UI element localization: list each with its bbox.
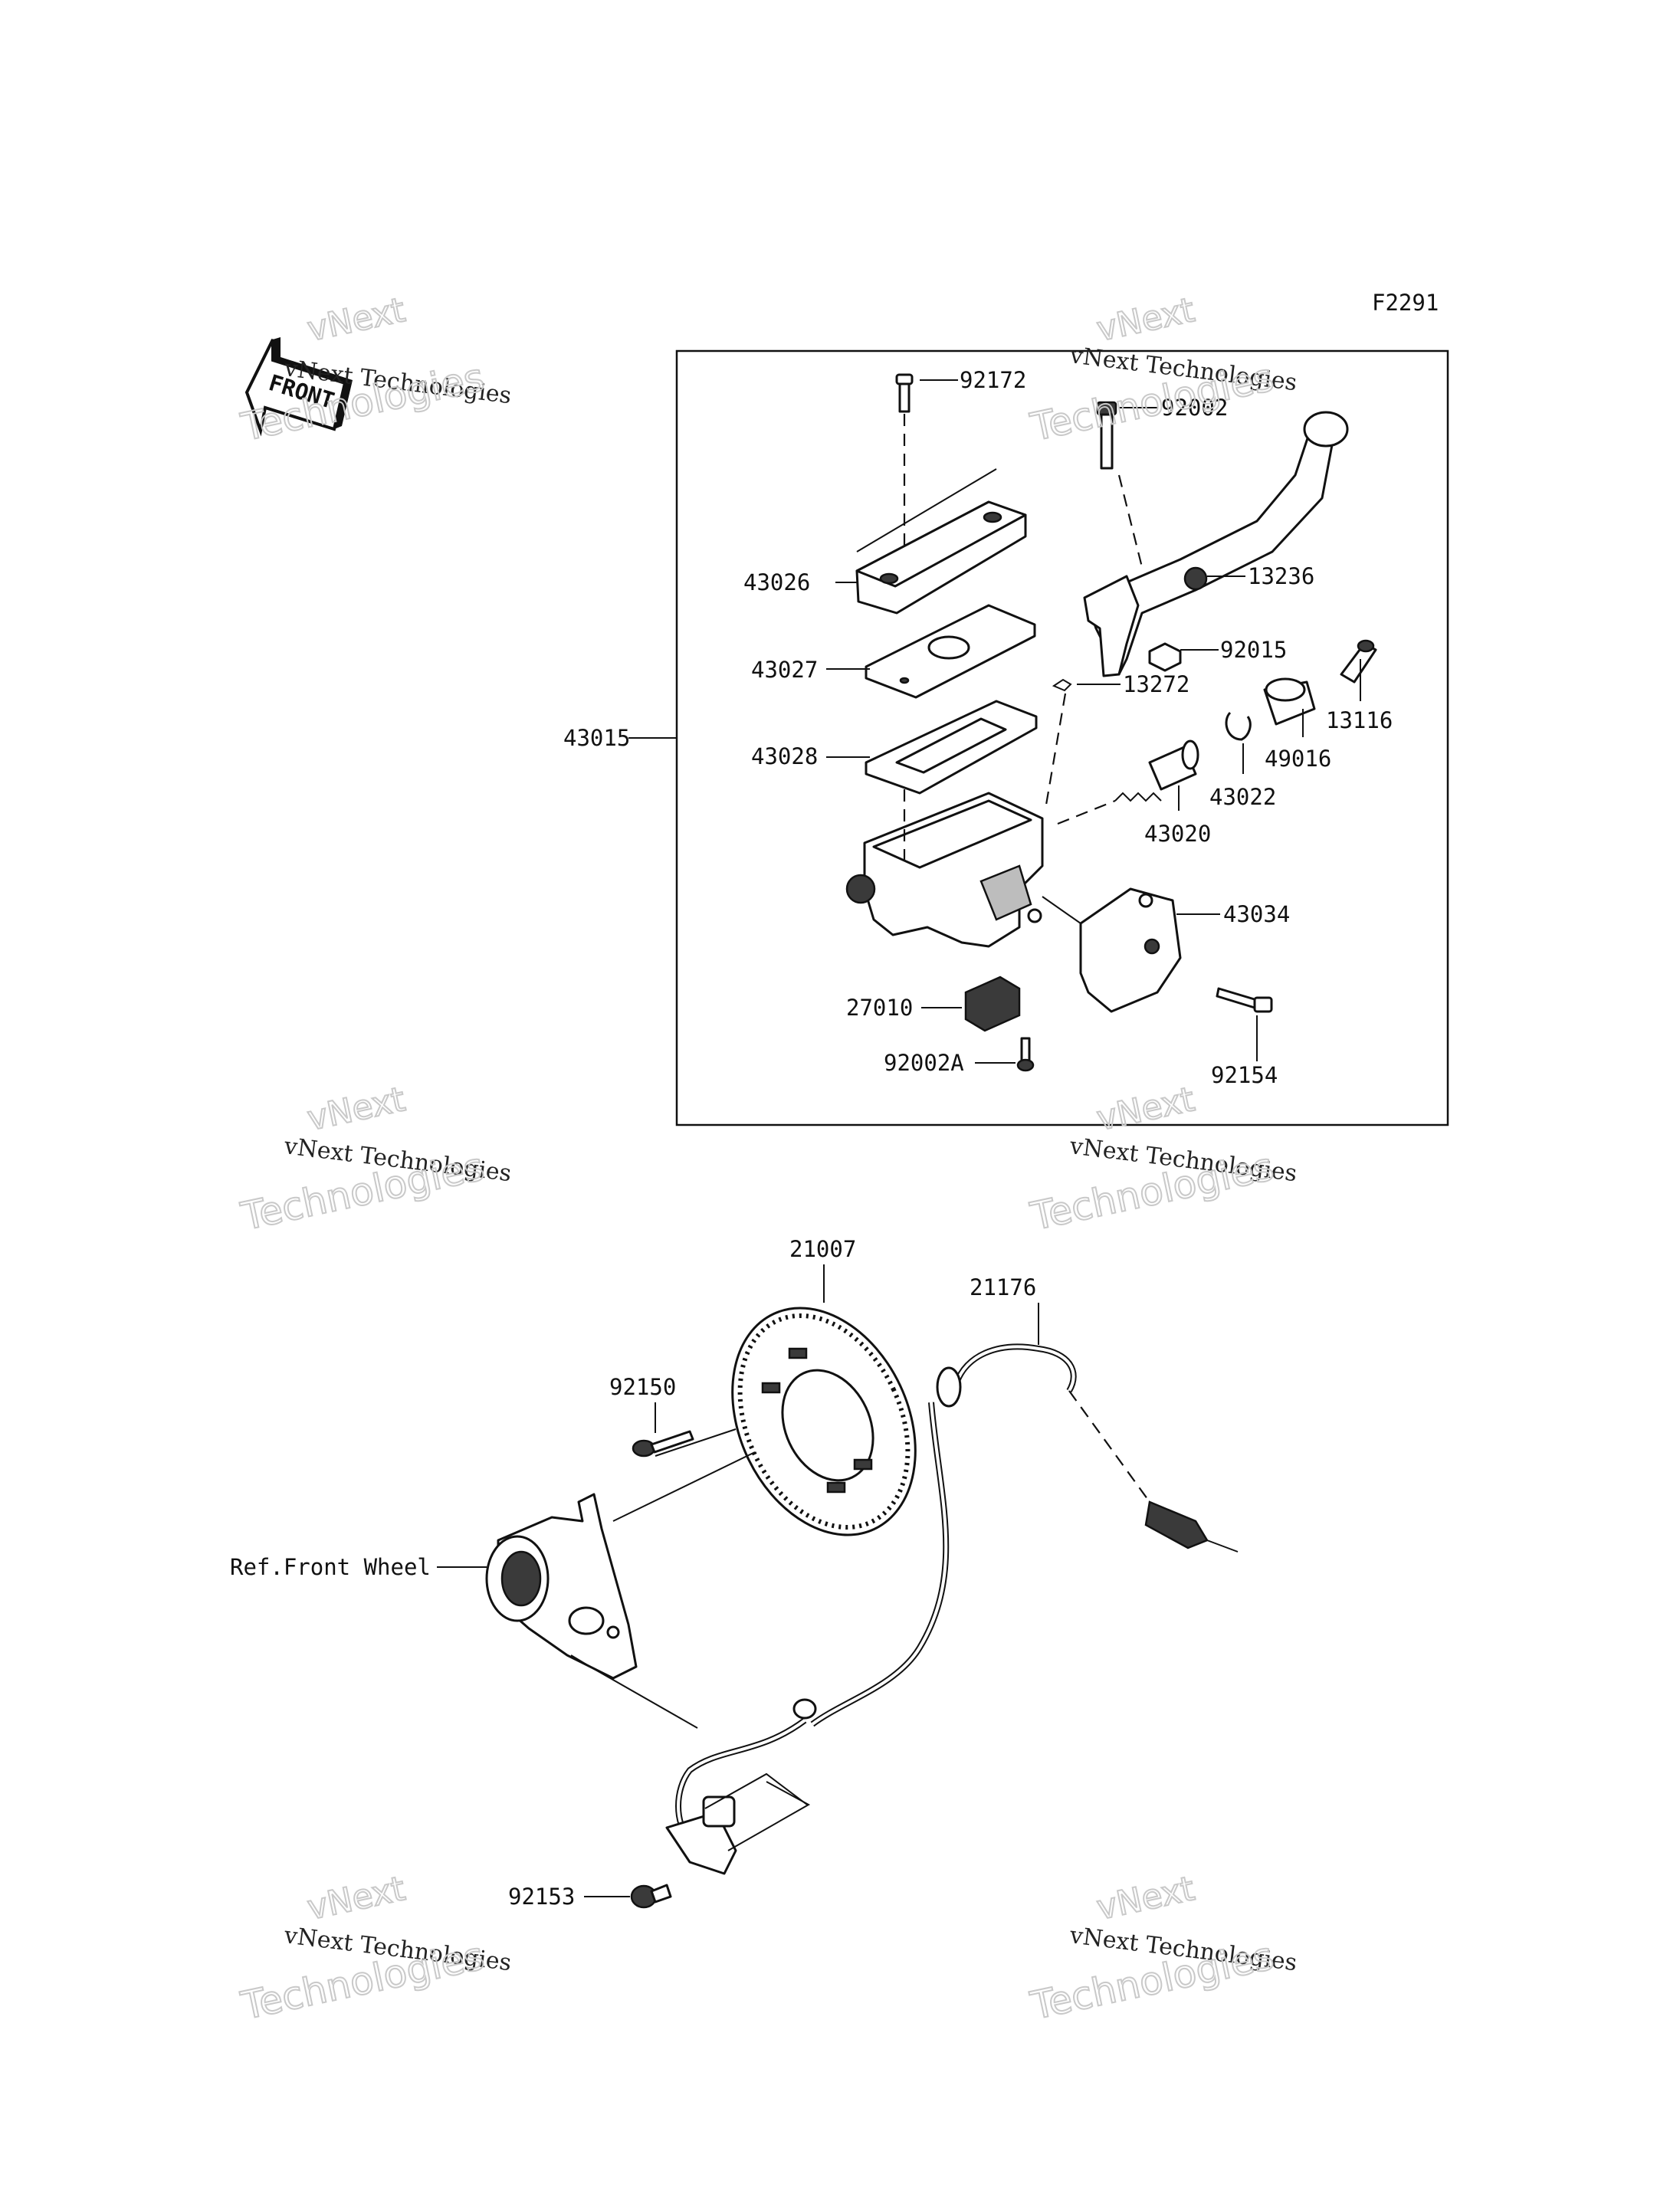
svg-text:vNext: vNext bbox=[304, 1869, 409, 1928]
diaphragm-43028 bbox=[826, 700, 1038, 795]
label-43022: 43022 bbox=[1209, 784, 1276, 810]
reservoir-cap-43026 bbox=[835, 468, 1027, 615]
svg-text:vNext: vNext bbox=[304, 290, 409, 349]
abs-rotor-21007 bbox=[731, 1264, 917, 1536]
svg-text:vNext: vNext bbox=[304, 1080, 409, 1139]
watermark-mid-right: vNext vNext Technologies Technologies bbox=[1025, 1079, 1298, 1240]
label-43028: 43028 bbox=[751, 743, 818, 769]
nut-92015 bbox=[1148, 642, 1219, 672]
clamp-43034 bbox=[1042, 887, 1220, 1013]
svg-text:vNext: vNext bbox=[1094, 1869, 1198, 1928]
svg-text:vNext: vNext bbox=[1094, 1080, 1198, 1139]
master-cylinder-assembly-box bbox=[675, 349, 1449, 1126]
label-49016: 49016 bbox=[1265, 746, 1331, 772]
bolt-92002 bbox=[1096, 401, 1157, 568]
label-43020: 43020 bbox=[1144, 821, 1211, 847]
brake-lever-13236 bbox=[1083, 411, 1349, 677]
label-92153: 92153 bbox=[508, 1884, 575, 1910]
svg-text:vNext: vNext bbox=[1094, 290, 1198, 349]
master-cylinder-body bbox=[845, 789, 1044, 948]
label-13272: 13272 bbox=[1123, 671, 1189, 697]
label-43034: 43034 bbox=[1223, 901, 1290, 927]
guide-line-sensor bbox=[727, 1781, 811, 1851]
label-27010: 27010 bbox=[846, 995, 913, 1021]
front-arrow-icon: FRONT bbox=[244, 337, 353, 437]
label-92002a: 92002A bbox=[884, 1050, 964, 1076]
label-43027: 43027 bbox=[751, 657, 818, 683]
label-21007: 21007 bbox=[789, 1236, 856, 1262]
screw-92002a bbox=[975, 1037, 1035, 1072]
watermark-top-right: vNext vNext Technologies Technologies bbox=[1025, 290, 1298, 451]
circlip-43022 bbox=[1225, 711, 1252, 774]
label-13236: 13236 bbox=[1248, 563, 1314, 589]
bushing-49016 bbox=[1263, 677, 1316, 737]
screw-92150 bbox=[632, 1402, 737, 1458]
diaphragm-plate-43027 bbox=[826, 604, 1036, 699]
label-92002: 92002 bbox=[1161, 395, 1228, 421]
diagram-code: F2291 bbox=[1372, 290, 1439, 316]
switch-27010 bbox=[921, 976, 1021, 1032]
bolt-92154 bbox=[1216, 987, 1273, 1061]
abs-sensor-21176 bbox=[665, 1303, 1239, 1875]
screw-92172 bbox=[895, 373, 958, 567]
label-13116: 13116 bbox=[1326, 707, 1393, 733]
label-92172: 92172 bbox=[960, 367, 1026, 393]
guide-line-sensor-2 bbox=[704, 1772, 808, 1809]
piston-kit-43020 bbox=[1057, 739, 1199, 825]
watermark-bottom-right: vNext vNext Technologies Technologies bbox=[1025, 1868, 1298, 2029]
label-21176: 21176 bbox=[970, 1274, 1036, 1300]
pin-13272 bbox=[1045, 678, 1121, 805]
watermark-mid-left: vNext vNext Technologies Technologies bbox=[236, 1079, 513, 1240]
label-43015: 43015 bbox=[563, 725, 630, 751]
watermark-bottom-left: vNext vNext Technologies Technologies bbox=[236, 1868, 513, 2029]
guide-line-hub bbox=[570, 1654, 698, 1729]
label-43026: 43026 bbox=[743, 569, 810, 595]
label-ref-front-wheel: Ref.Front Wheel bbox=[230, 1554, 431, 1580]
front-wheel-hub bbox=[437, 1451, 756, 1680]
screw-13116 bbox=[1340, 639, 1377, 701]
bolt-92153 bbox=[584, 1884, 672, 1909]
label-92154: 92154 bbox=[1211, 1062, 1278, 1088]
label-92150: 92150 bbox=[609, 1374, 676, 1400]
label-92015: 92015 bbox=[1220, 637, 1287, 663]
